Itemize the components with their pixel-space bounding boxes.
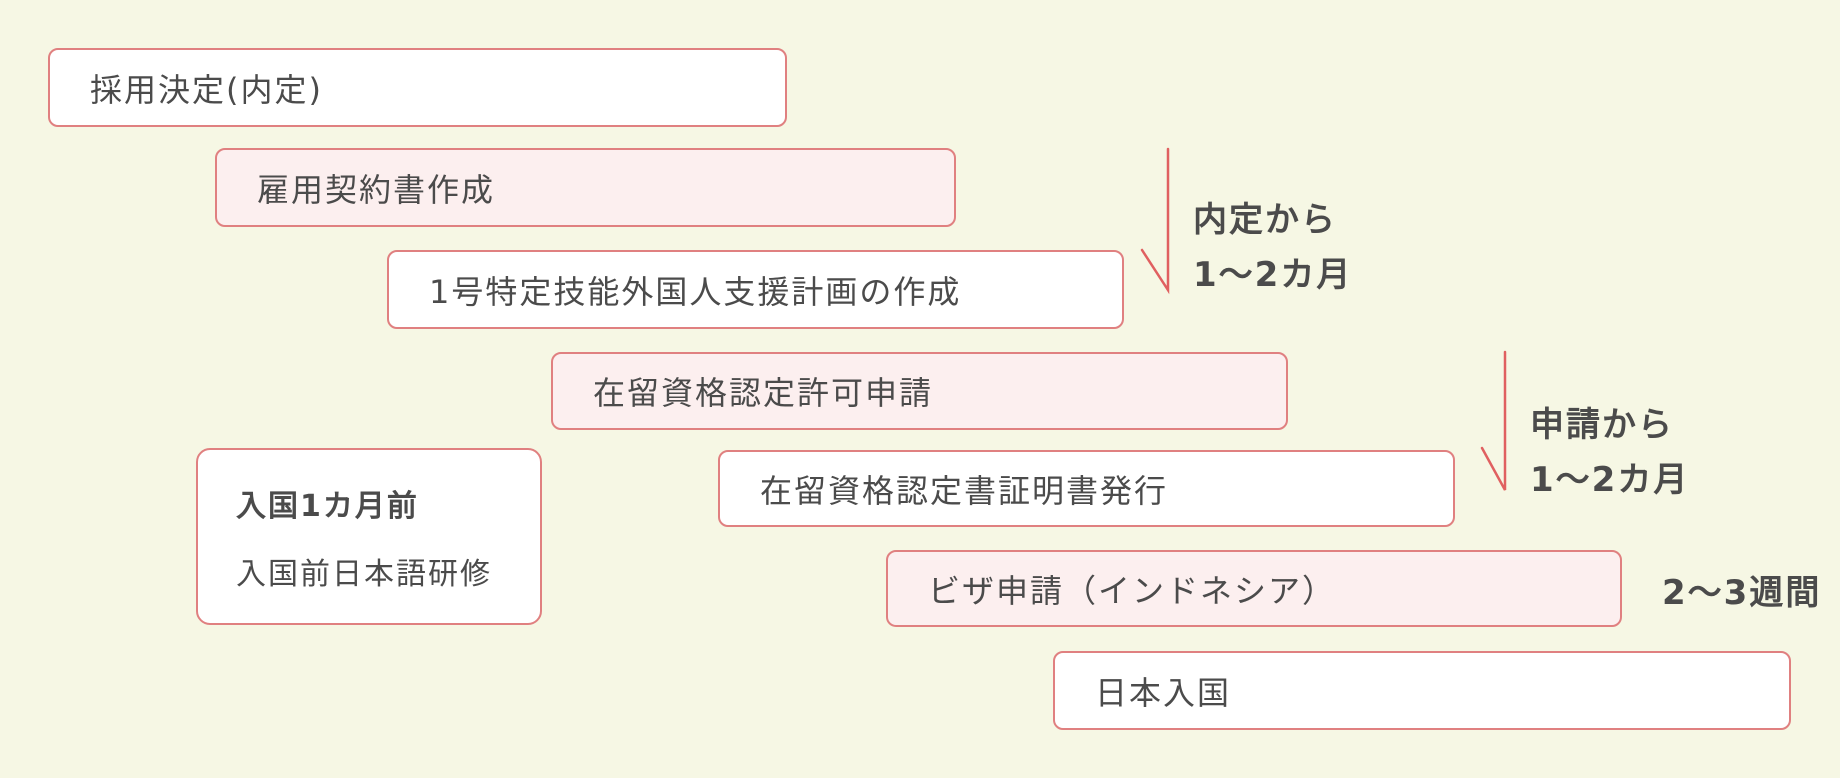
side-note-body: 入国前日本語研修 xyxy=(236,556,492,592)
step-label: 採用決定(内定) xyxy=(90,70,323,109)
step-label: 雇用契約書作成 xyxy=(257,170,496,209)
step-box-hiring-decision: 採用決定(内定) xyxy=(48,48,787,127)
step-box-visa-application: ビザ申請（インドネシア） xyxy=(886,550,1622,627)
side-note-title: 入国1カ月前 xyxy=(236,488,419,524)
step-label: 1号特定技能外国人支援計画の作成 xyxy=(429,272,962,311)
step-label: 在留資格認定書証明書発行 xyxy=(760,471,1169,510)
annotation-line: 1〜2カ月 xyxy=(1530,460,1690,500)
step-label: 在留資格認定許可申請 xyxy=(593,374,934,412)
step-box-support-plan: 1号特定技能外国人支援計画の作成 xyxy=(387,250,1124,329)
annotation-from-shinsei: 申請から 1〜2カ月 xyxy=(1530,398,1689,508)
step-label: ビザ申請（インドネシア） xyxy=(928,571,1337,610)
step-box-employment-contract: 雇用契約書作成 xyxy=(215,148,956,227)
step-box-coe-issuance: 在留資格認定書証明書発行 xyxy=(718,450,1455,527)
duration-arrow-icon xyxy=(1140,147,1170,295)
side-note-box: 入国1カ月前 入国前日本語研修 xyxy=(196,448,542,625)
annotation-from-naitei: 内定から 1〜2カ月 xyxy=(1193,193,1352,303)
annotation-visa-weeks: 2〜3週間 xyxy=(1662,566,1821,621)
duration-arrow-icon xyxy=(1480,350,1507,491)
step-label: 日本入国 xyxy=(1095,673,1232,712)
annotation-line: 1〜2カ月 xyxy=(1193,255,1353,295)
step-box-japan-entry: 日本入国 xyxy=(1053,651,1791,730)
annotation-line: 2〜3週間 xyxy=(1662,573,1822,613)
step-box-coe-application: 在留資格認定許可申請 xyxy=(551,352,1288,430)
annotation-line: 内定から xyxy=(1193,200,1337,240)
annotation-line: 申請から xyxy=(1530,405,1674,445)
